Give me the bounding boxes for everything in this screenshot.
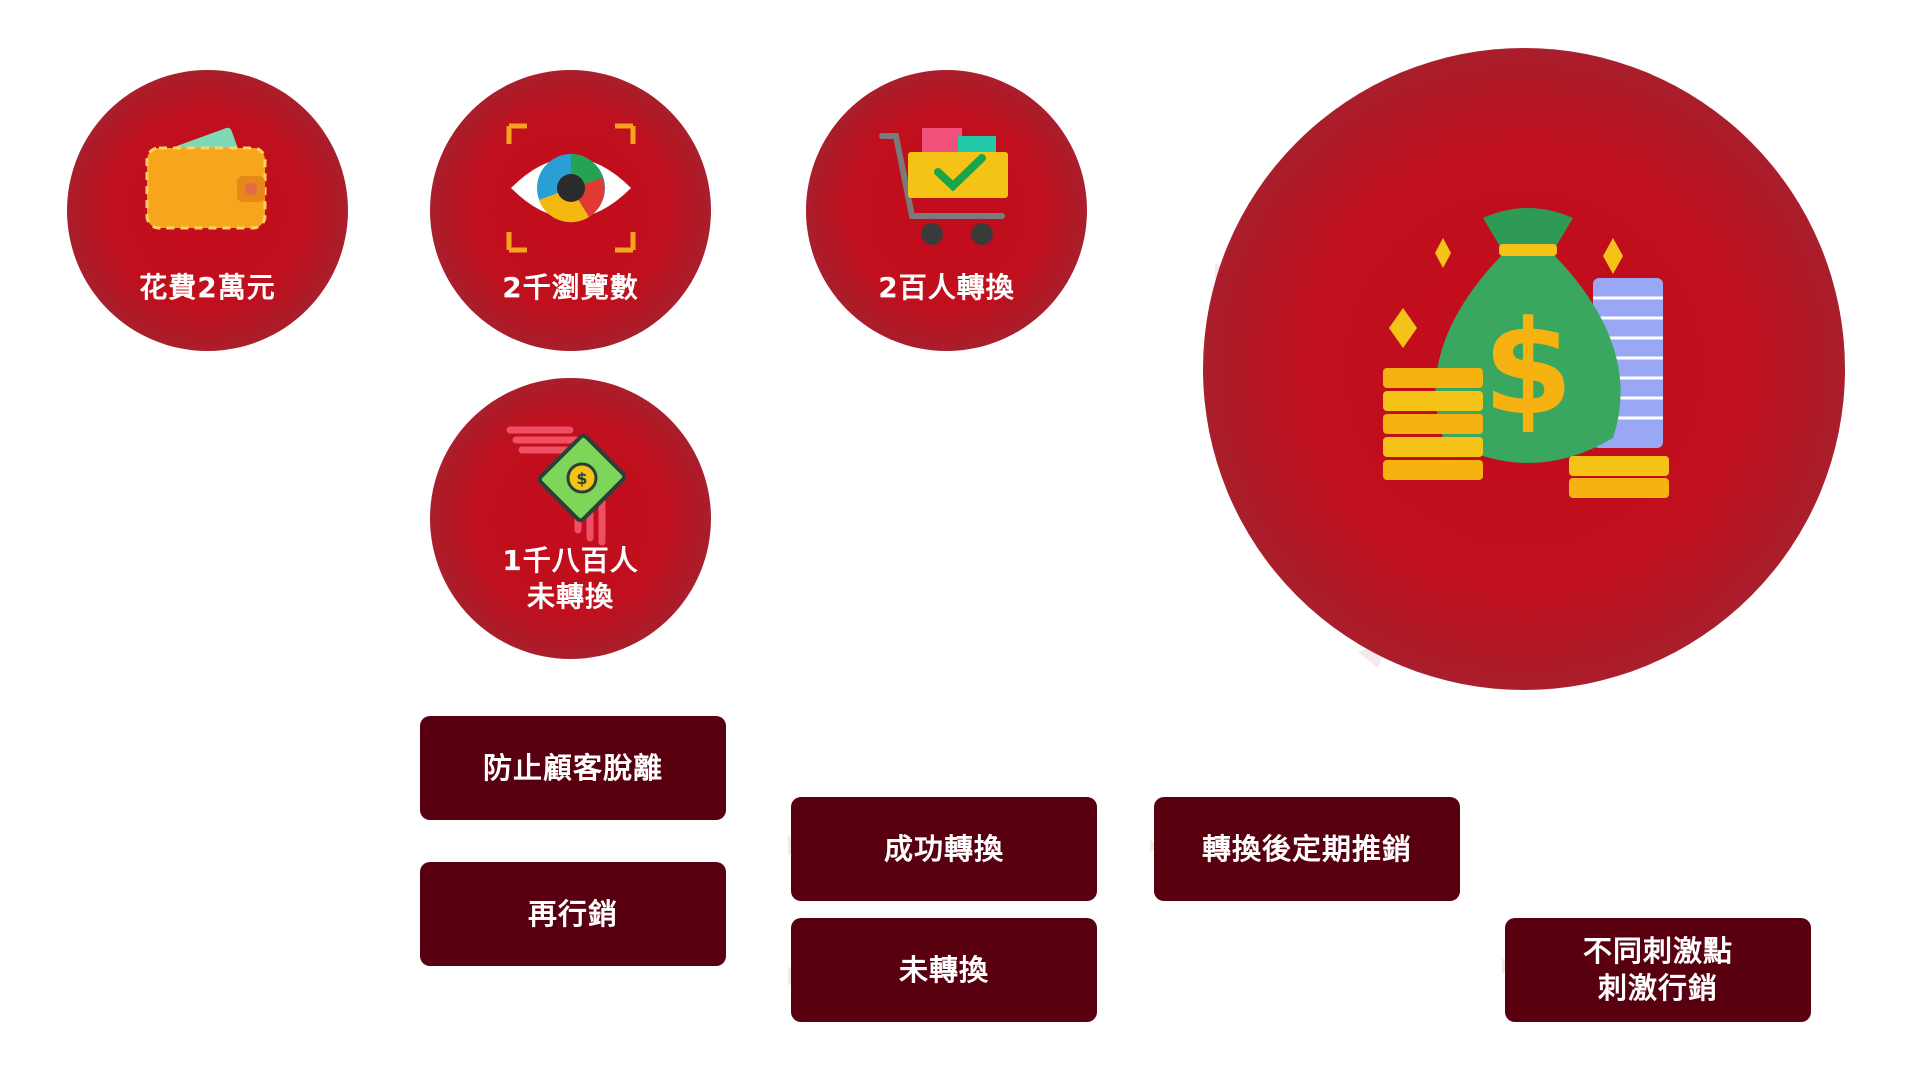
box-post-conversion: 轉換後定期推銷 xyxy=(1154,797,1460,901)
node-spend-label: 花費2萬元 xyxy=(139,271,276,304)
box-stimulus: 不同刺激點 刺激行銷 xyxy=(1505,918,1811,1022)
svg-text:$: $ xyxy=(576,469,587,488)
node-not-converted-people: $ 1千八百人 未轉換 xyxy=(430,378,711,659)
wallet-icon xyxy=(145,127,267,230)
node-views: 2千瀏覽數 xyxy=(430,70,711,351)
eye-icon xyxy=(506,123,636,253)
shopping-cart-icon xyxy=(879,128,1008,245)
flying-money-icon: $ xyxy=(506,426,627,546)
node-converted-people-label: 2百人轉換 xyxy=(878,271,1015,304)
node-views-label: 2千瀏覽數 xyxy=(502,271,639,304)
money-bag-icon: $ xyxy=(1383,208,1669,498)
node-converted-people: 2百人轉換 xyxy=(806,70,1087,351)
node-revenue: $ xyxy=(1203,48,1845,690)
box-success-conversion: 成功轉換 xyxy=(791,797,1097,901)
node-not-converted-people-label: 1千八百人 未轉換 xyxy=(502,544,639,613)
node-spend: 花費2萬元 xyxy=(67,70,348,351)
box-prevent-churn: 防止顧客脫離 xyxy=(420,716,726,820)
box-not-converted: 未轉換 xyxy=(791,918,1097,1022)
svg-text:$: $ xyxy=(1483,292,1573,444)
box-remarketing: 再行銷 xyxy=(420,862,726,966)
